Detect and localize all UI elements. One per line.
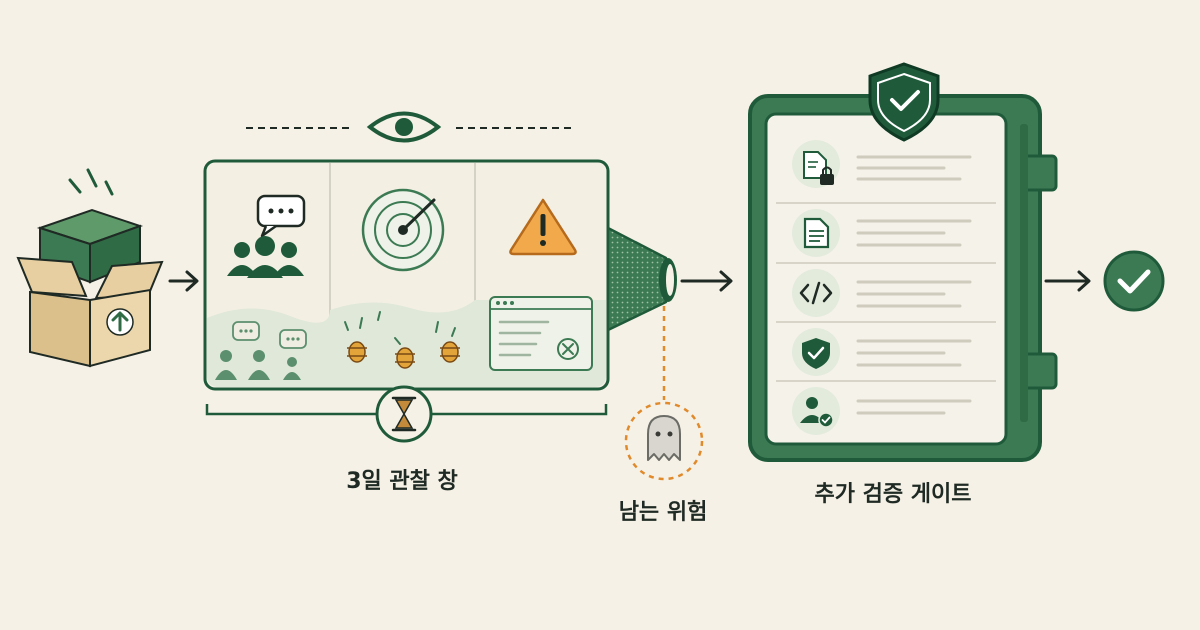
verification-gate: [748, 62, 1058, 462]
radar-icon: [361, 188, 445, 272]
hourglass-icon: [375, 385, 433, 443]
shield-check-icon: [792, 328, 840, 376]
warning-icon: [509, 198, 577, 256]
extra-gate-label: 추가 검증 게이트: [814, 482, 972, 507]
code-icon: [792, 269, 840, 317]
shield-badge-icon: [868, 62, 940, 142]
document-icon: [792, 209, 840, 257]
funnel-pipe: [606, 226, 677, 332]
chat-bubble-icon: [256, 194, 306, 238]
users-icon: [227, 236, 304, 278]
faded-users-icon: [215, 321, 307, 380]
risk-connector: [624, 306, 704, 481]
remaining-risk-label: 남는 위험: [618, 500, 708, 525]
document-lock-icon: [792, 140, 840, 188]
eye-icon: [366, 111, 442, 143]
success-check-icon: [1103, 250, 1165, 312]
watch-eye-header: [246, 111, 572, 143]
observation-window-label: 3일 관찰 창: [346, 469, 458, 494]
flow-arrow-2: [680, 270, 733, 292]
observation-panel: [203, 159, 610, 391]
ghost-icon: [647, 415, 681, 461]
error-window-icon: [489, 296, 593, 371]
package-icon: [16, 168, 164, 368]
flow-arrow-1: [168, 270, 199, 292]
user-check-icon: [792, 387, 840, 435]
flow-arrow-3: [1044, 270, 1091, 292]
bug-icons: [344, 311, 460, 369]
